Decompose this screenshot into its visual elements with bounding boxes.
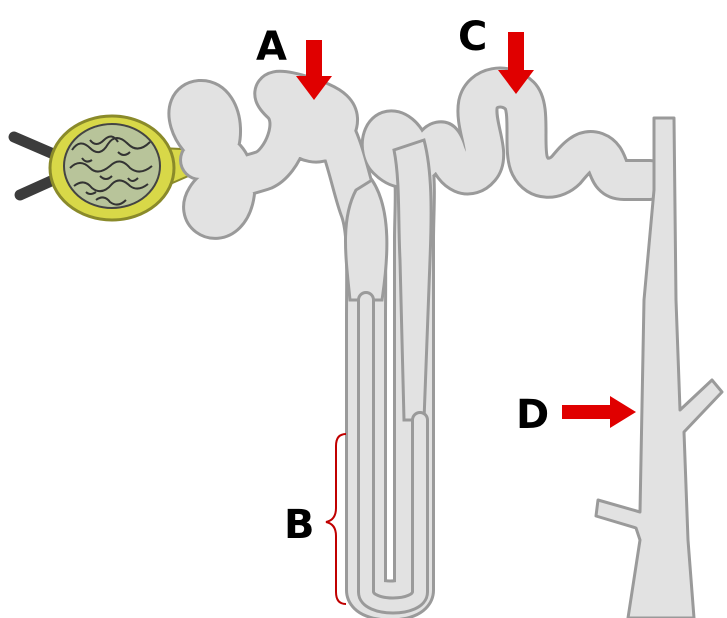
renal-tubule <box>188 88 722 618</box>
bracket-b <box>326 434 346 604</box>
label-b: B <box>284 502 315 548</box>
label-a: A <box>256 24 287 70</box>
glomerulus <box>64 124 160 208</box>
label-d: D <box>516 392 549 438</box>
arrow-d <box>562 396 636 428</box>
label-c: C <box>458 14 487 60</box>
descending-thick-outline <box>346 180 387 300</box>
